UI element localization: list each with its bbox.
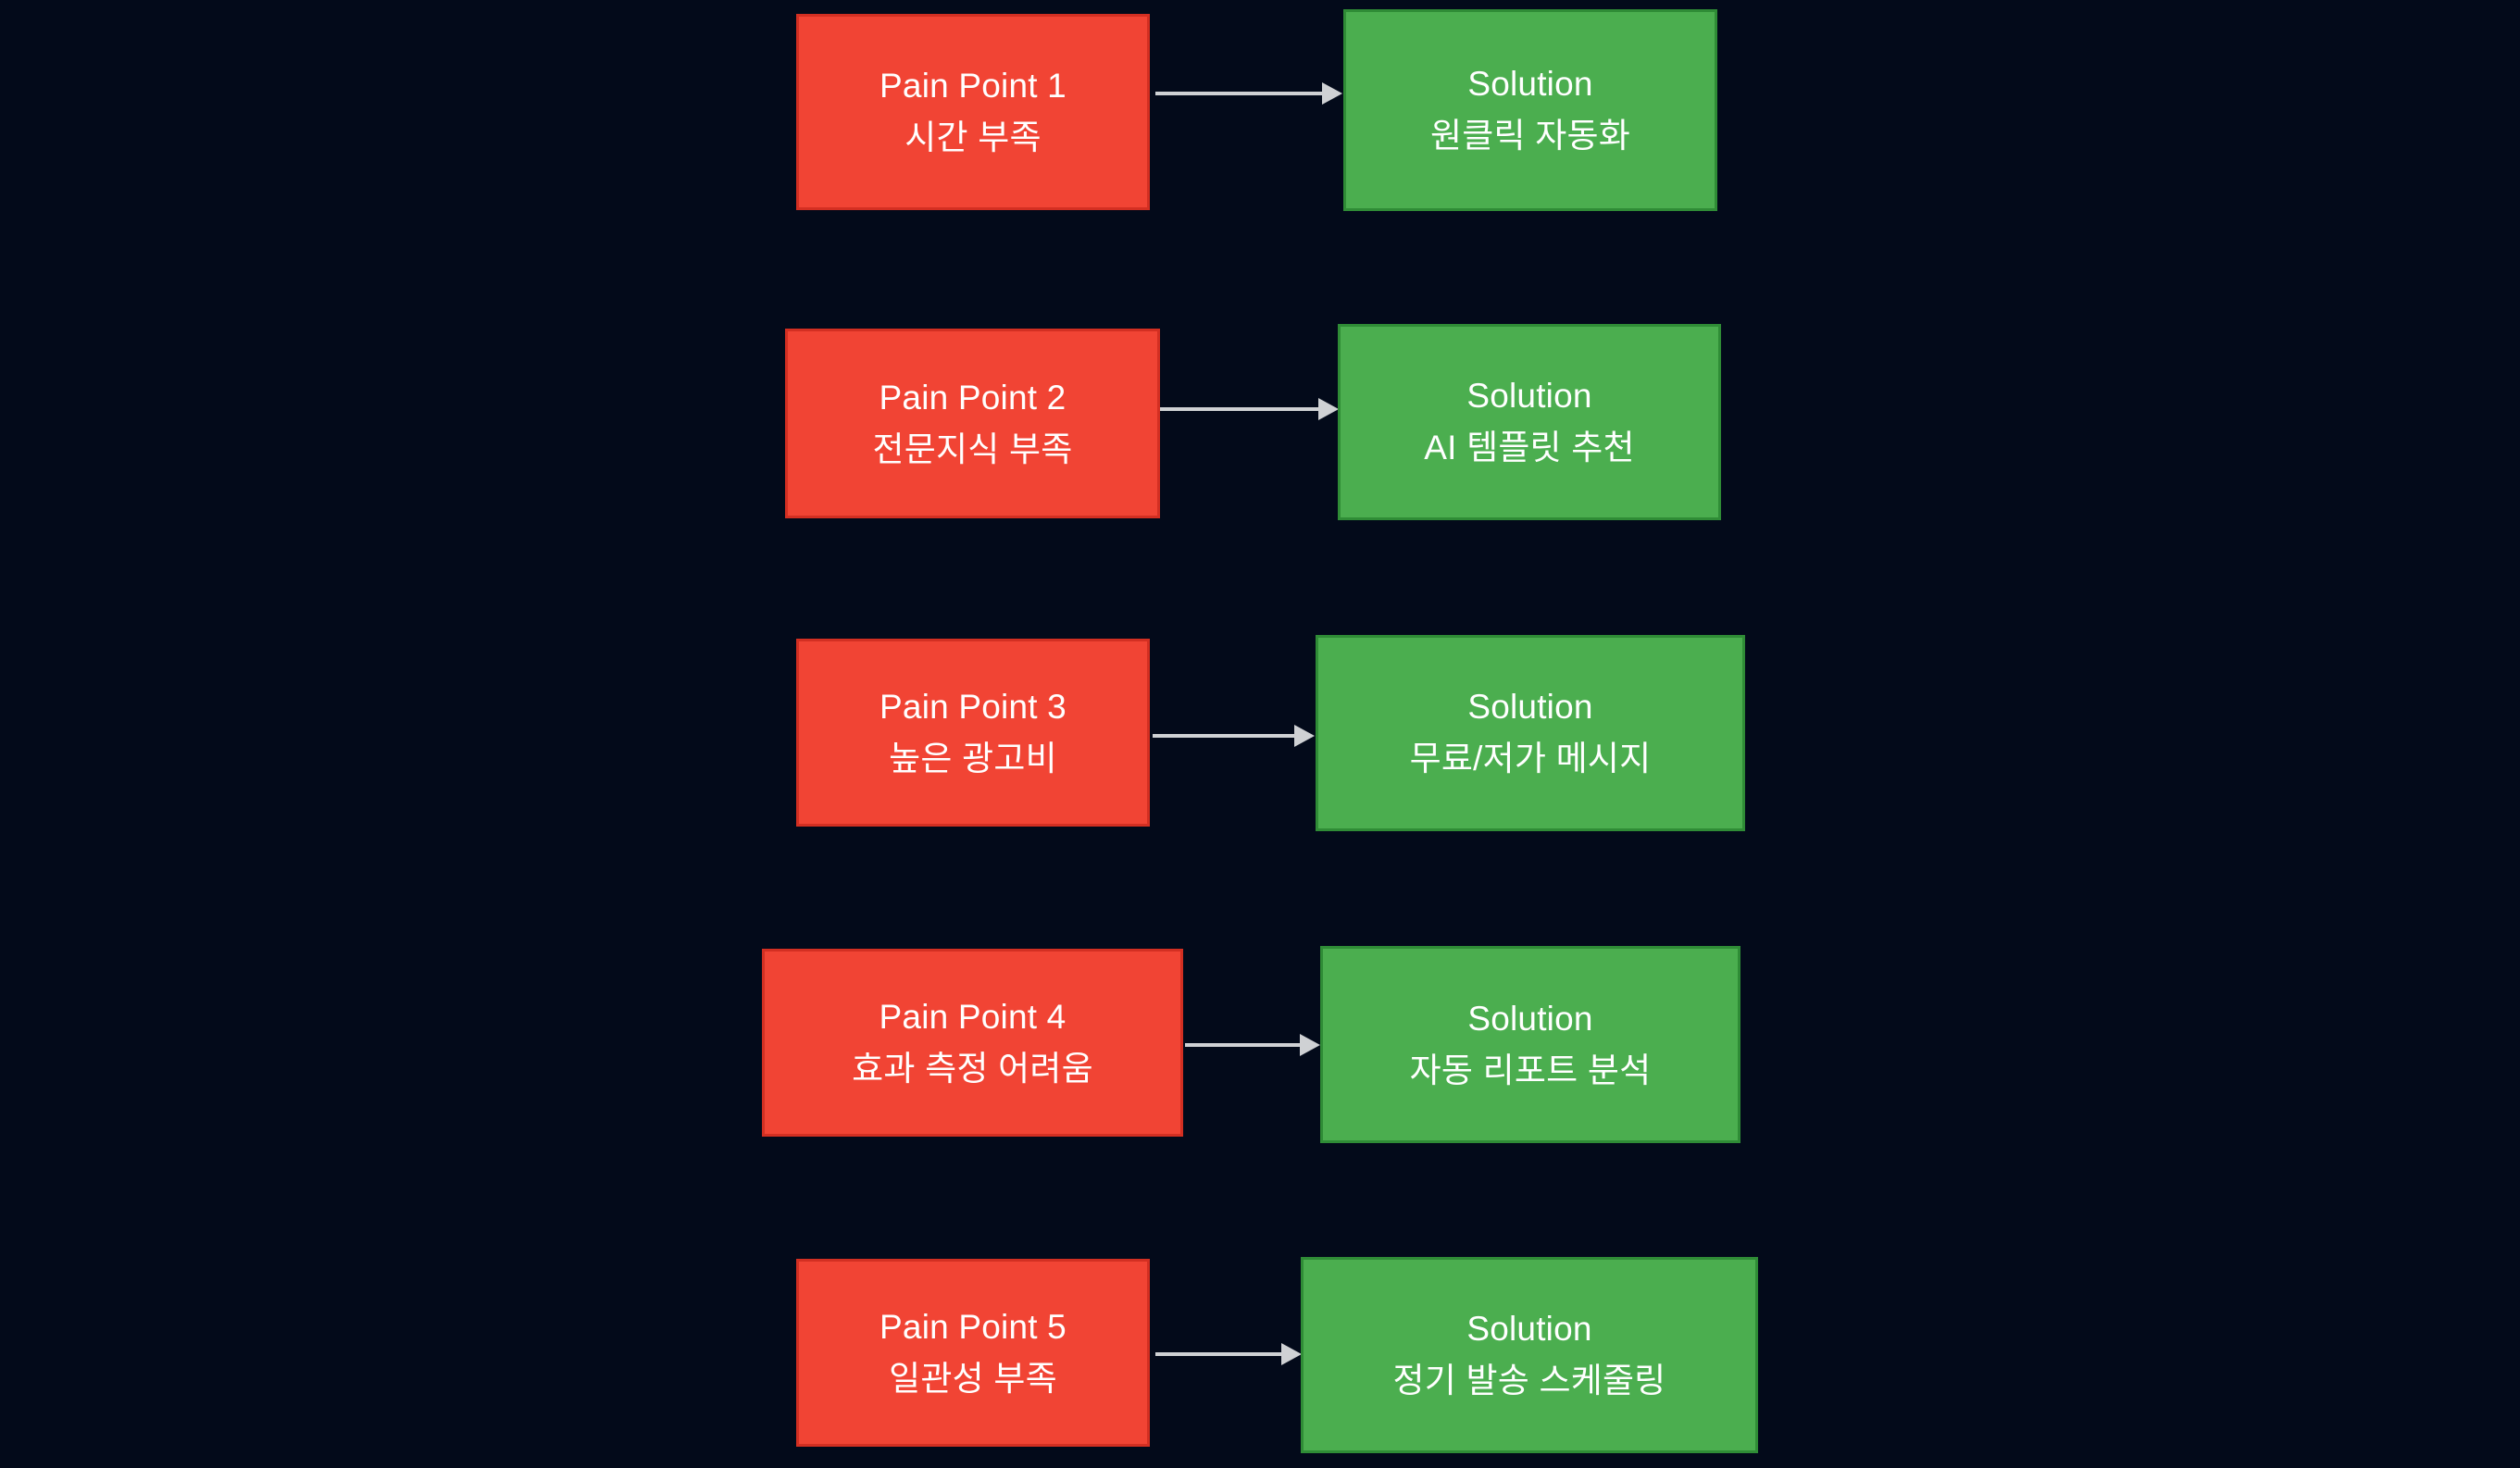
solution-node-subtitle: AI 템플릿 추천: [1424, 429, 1635, 467]
solution-node-title: Solution: [1467, 65, 1593, 104]
solution-node-subtitle: 정기 발송 스케줄링: [1392, 1362, 1666, 1400]
solution-node-title: Solution: [1466, 377, 1592, 416]
solution-node-subtitle: 무료/저가 메시지: [1409, 740, 1652, 778]
solution-node-title: Solution: [1467, 999, 1593, 1038]
solution-node-title: Solution: [1466, 1310, 1592, 1349]
pain-point-node-2[interactable]: Pain Point 2 전문지식 부족: [785, 329, 1160, 518]
pain-point-node-5[interactable]: Pain Point 5 일관성 부족: [796, 1259, 1150, 1447]
solution-node-4[interactable]: Solution 자동 리포트 분석: [1320, 946, 1740, 1143]
pain-node-subtitle: 일관성 부족: [889, 1359, 1057, 1398]
pain-point-node-4[interactable]: Pain Point 4 효과 측정 어려움: [762, 949, 1183, 1137]
solution-node-3[interactable]: Solution 무료/저가 메시지: [1316, 635, 1745, 831]
arrow-head: [1281, 1343, 1302, 1365]
solution-node-1[interactable]: Solution 원클릭 자동화: [1343, 9, 1717, 211]
pain-node-subtitle: 시간 부족: [904, 118, 1042, 156]
pain-node-title: Pain Point 5: [880, 1307, 1067, 1346]
solution-node-2[interactable]: Solution AI 템플릿 추천: [1338, 324, 1721, 520]
solution-node-title: Solution: [1467, 688, 1593, 727]
flow-arrow-5: [1155, 1336, 1302, 1373]
pain-node-title: Pain Point 2: [879, 378, 1067, 417]
pain-node-title: Pain Point 4: [879, 997, 1067, 1036]
pain-point-node-1[interactable]: Pain Point 1 시간 부족: [796, 14, 1150, 210]
solution-node-5[interactable]: Solution 정기 발송 스케줄링: [1301, 1257, 1758, 1453]
pain-node-subtitle: 높은 광고비: [889, 739, 1057, 778]
pain-point-node-3[interactable]: Pain Point 3 높은 광고비: [796, 639, 1150, 827]
solution-node-subtitle: 자동 리포트 분석: [1409, 1051, 1652, 1089]
pain-node-subtitle: 효과 측정 어려움: [852, 1049, 1093, 1088]
pain-node-title: Pain Point 3: [880, 687, 1067, 726]
solution-node-subtitle: 원클릭 자동화: [1430, 117, 1630, 155]
pain-node-title: Pain Point 1: [880, 67, 1067, 106]
pain-node-subtitle: 전문지식 부족: [872, 429, 1073, 468]
